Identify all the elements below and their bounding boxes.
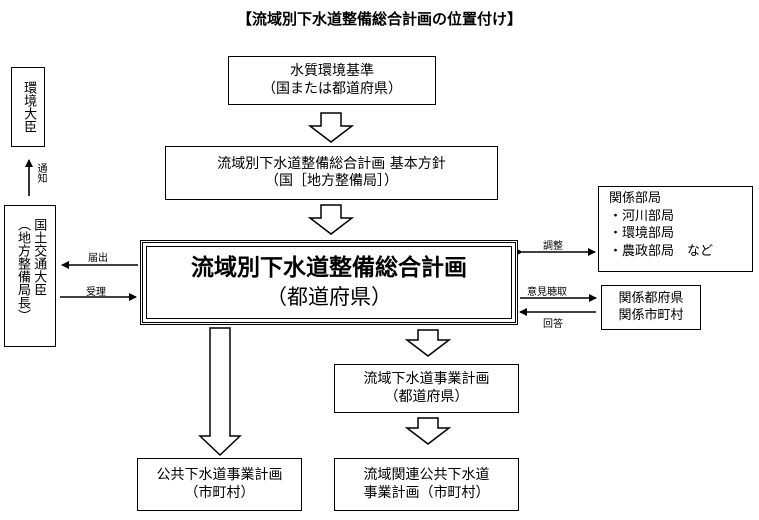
main-plan-subtitle: （都道府県） bbox=[266, 284, 392, 309]
label-hearing: 意見聴取 bbox=[527, 287, 567, 298]
box-related-prefectures: 関係都府県 関係市町村 bbox=[601, 285, 701, 330]
prefectures-line1: 関係都府県 bbox=[618, 290, 684, 306]
departments-heading: 関係部局 bbox=[609, 191, 662, 206]
mlit-minister-text: 国土交通大臣 bbox=[31, 218, 47, 296]
department-agriculture: ・農政部局 など bbox=[609, 243, 714, 259]
box-water-quality-standard: 水質環境基準 （国または都道府県） bbox=[228, 56, 436, 105]
arrow-main-to-basin bbox=[404, 329, 452, 357]
box-related-departments: 関係部局 ・河川部局 ・環境部局 ・農政部局 など bbox=[598, 186, 753, 272]
diagram-title: 【流域別下水道整備総合計画の位置付け】 bbox=[236, 10, 522, 28]
public-project-line2: （市町村） bbox=[184, 484, 255, 501]
box-main-plan: 流域別下水道整備総合計画 （都道府県） bbox=[140, 240, 518, 325]
label-reply: 回答 bbox=[543, 319, 563, 330]
standard-line1: 水質環境基準 bbox=[290, 63, 374, 79]
arrow-policy-to-main bbox=[307, 204, 355, 235]
label-accept: 受理 bbox=[86, 287, 106, 298]
basin-project-line2: （都道府県） bbox=[384, 388, 469, 405]
standard-line2: （国または都道府県） bbox=[262, 80, 402, 97]
related-project-line1: 流域関連公共下水道 bbox=[363, 467, 490, 483]
box-environment-minister: 環境大臣 bbox=[11, 67, 45, 147]
box-mlit-minister: 国土交通大臣 （地方整備局長） bbox=[4, 205, 56, 347]
main-plan-title: 流域別下水道整備総合計画 bbox=[191, 254, 467, 281]
prefectures-line2: 関係市町村 bbox=[618, 307, 684, 323]
department-river: ・河川部局 bbox=[609, 208, 675, 224]
related-project-line2: 事業計画（市町村） bbox=[363, 484, 490, 501]
box-basin-project-plan: 流域下水道事業計画 （都道府県） bbox=[334, 364, 519, 413]
label-coordinate: 調整 bbox=[543, 241, 563, 252]
label-notify: 通知 bbox=[35, 163, 46, 183]
policy-line2: （国［地方整備局］） bbox=[265, 173, 398, 189]
basin-project-line1: 流域下水道事業計画 bbox=[363, 371, 490, 387]
policy-line1: 流域別下水道整備総合計画 基本方針 bbox=[217, 155, 446, 172]
label-submit: 届出 bbox=[88, 253, 108, 264]
box-related-project-plan: 流域関連公共下水道 事業計画（市町村） bbox=[334, 458, 519, 511]
arrow-basin-to-related bbox=[404, 417, 452, 445]
box-public-project-plan: 公共下水道事業計画 （市町村） bbox=[137, 458, 302, 511]
mlit-bureau-text: （地方整備局長） bbox=[15, 218, 30, 322]
department-environment: ・環境部局 bbox=[609, 226, 675, 242]
public-project-line1: 公共下水道事業計画 bbox=[156, 467, 283, 483]
arrow-main-to-public bbox=[198, 327, 242, 457]
box-basic-policy: 流域別下水道整備総合計画 基本方針 （国［地方整備局］） bbox=[165, 146, 498, 200]
environment-minister-text: 環境大臣 bbox=[21, 81, 37, 133]
arrow-standard-to-policy bbox=[307, 112, 355, 143]
